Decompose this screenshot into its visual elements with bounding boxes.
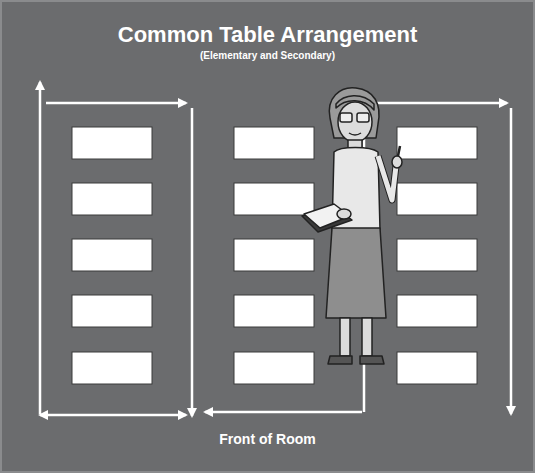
traffic-arrow — [205, 411, 362, 414]
teacher-face — [338, 102, 372, 142]
traffic-arrow — [372, 102, 507, 105]
teacher-blouse — [332, 148, 380, 231]
table — [234, 295, 314, 327]
teacher-glasses — [340, 113, 352, 122]
teacher-bangs — [336, 96, 374, 110]
table — [72, 183, 152, 215]
traffic-arrow — [39, 82, 42, 414]
teacher-skirt — [326, 228, 386, 318]
table-group — [72, 127, 477, 384]
teacher-illustration — [302, 88, 402, 364]
teacher-glasses — [357, 113, 369, 122]
teacher-hand — [392, 156, 402, 168]
table — [72, 352, 152, 384]
teacher-hand — [337, 209, 351, 219]
teacher-leg — [340, 318, 350, 356]
traffic-arrow — [510, 108, 513, 414]
traffic-arrow — [46, 102, 186, 105]
traffic-arrow — [191, 108, 194, 416]
subtitle: (Elementary and Secondary) — [0, 50, 535, 61]
teacher-finger — [398, 146, 400, 156]
table — [397, 127, 477, 159]
table — [397, 295, 477, 327]
diagram-title: Common Table Arrangement — [0, 22, 535, 48]
teacher-book-pages — [304, 204, 350, 228]
table — [234, 239, 314, 271]
table — [234, 352, 314, 384]
teacher-shoe — [328, 356, 352, 364]
traffic-path-group — [40, 82, 511, 416]
traffic-arrow — [40, 414, 186, 417]
table — [397, 183, 477, 215]
table — [234, 127, 314, 159]
table — [72, 239, 152, 271]
teacher-mouth — [349, 133, 361, 135]
teacher-leg — [362, 318, 372, 356]
table — [72, 127, 152, 159]
table — [234, 183, 314, 215]
table — [72, 295, 152, 327]
table — [397, 352, 477, 384]
table — [397, 239, 477, 271]
teacher-shoe — [360, 356, 384, 364]
room-label: Front of Room — [0, 431, 535, 447]
